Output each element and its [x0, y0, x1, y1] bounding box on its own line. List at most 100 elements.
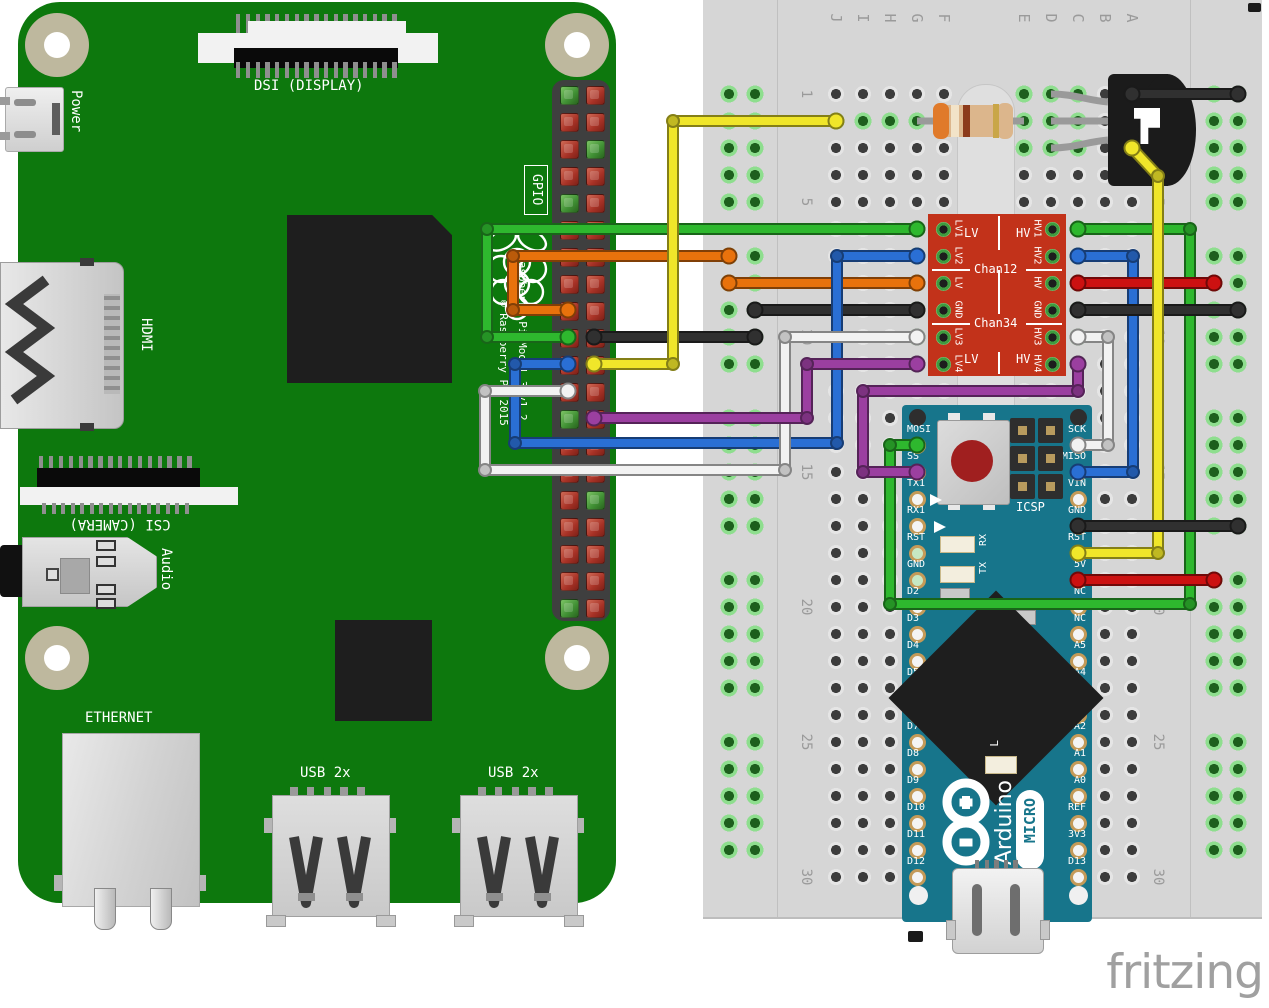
gpio-pin[interactable]: [585, 301, 605, 321]
gpio-pin[interactable]: [585, 85, 605, 105]
gpio-pin[interactable]: [559, 517, 579, 537]
wire-green-mosi-to-hv1[interactable]: [883, 220, 1197, 611]
lvc-chan12-label: Chan12: [974, 262, 1018, 276]
arduino-pin-D3[interactable]: [908, 625, 926, 643]
arduino-pin-D9[interactable]: [908, 787, 926, 805]
arduino-pin-RX1[interactable]: [908, 517, 926, 535]
arduino-pin-label: A0: [1073, 775, 1086, 786]
breadboard-rail-hole: [1229, 247, 1247, 265]
arduino-pin-A0[interactable]: [1069, 787, 1087, 805]
gpio-pin[interactable]: [559, 112, 579, 132]
wire-white-hv3-to-sck[interactable]: [1069, 328, 1115, 454]
gpio-pin[interactable]: [559, 85, 579, 105]
wire-yellow-sensor-to-rst[interactable]: [1069, 139, 1165, 562]
breadboard-hole-H29: [881, 841, 899, 859]
gpio-header[interactable]: [552, 80, 610, 621]
wire-orange-pi-to-rail[interactable]: [506, 247, 738, 319]
icsp-pin[interactable]: [1037, 417, 1063, 443]
arduino-pin-label: 5V: [1073, 559, 1086, 570]
gpio-pin[interactable]: [585, 544, 605, 564]
wire-red-5v-to-rail[interactable]: [1069, 571, 1223, 589]
lvc-pad-GND[interactable]: [1044, 302, 1060, 318]
gpio-pin[interactable]: [585, 112, 605, 132]
icsp-pin[interactable]: [1037, 445, 1063, 471]
lvc-pad-HV1[interactable]: [1044, 221, 1060, 237]
wire-black-ardgnd-to-rail[interactable]: [1069, 517, 1247, 535]
lvc-pad-HV[interactable]: [1044, 275, 1060, 291]
breadboard-rail-hole: [746, 247, 764, 265]
gpio-pin[interactable]: [559, 544, 579, 564]
arduino-pin-VIN[interactable]: [1069, 490, 1087, 508]
breadboard-rail-hole: [1205, 112, 1223, 130]
arduino-pin-A1[interactable]: [1069, 760, 1087, 778]
gpio-pin[interactable]: [585, 166, 605, 186]
lvc-pad-LV[interactable]: [935, 275, 951, 291]
gpio-pin[interactable]: [585, 139, 605, 159]
breadboard-rail-hole: [1205, 490, 1223, 508]
arduino-pin-D8[interactable]: [908, 760, 926, 778]
wire-green-pi-to-lv1[interactable]: [480, 220, 926, 346]
wire-orange-rail-to-lv[interactable]: [720, 274, 926, 292]
icsp-pin[interactable]: [1009, 445, 1035, 471]
breadboard-hole-G3: [908, 139, 926, 157]
arduino-pin-GND[interactable]: [908, 571, 926, 589]
arduino-pin-D10[interactable]: [908, 814, 926, 832]
gpio-pin[interactable]: [559, 571, 579, 591]
lvc-pad-HV4[interactable]: [1044, 356, 1060, 372]
gpio-pin[interactable]: [559, 139, 579, 159]
fritzing-watermark: fritzing: [1106, 945, 1264, 1000]
lvc-pad-GND[interactable]: [935, 302, 951, 318]
arduino-pin-label: A2: [1073, 721, 1086, 732]
breadboard-rail-hole: [746, 760, 764, 778]
arduino-pin-REF[interactable]: [1069, 814, 1087, 832]
lvc-pad-HV3[interactable]: [1044, 329, 1060, 345]
arduino-pin-NC[interactable]: [1069, 625, 1087, 643]
wire-yellow-pi-to-resistor[interactable]: [585, 112, 845, 373]
gpio-pin[interactable]: [585, 571, 605, 591]
wire-blue-hv2-to-miso[interactable]: [1069, 247, 1140, 481]
wire-red-hv-to-rail[interactable]: [1069, 274, 1223, 292]
gpio-pin[interactable]: [585, 382, 605, 402]
gpio-pin[interactable]: [559, 166, 579, 186]
gpio-pin[interactable]: [559, 409, 579, 429]
gpio-pin[interactable]: [585, 598, 605, 618]
gpio-pin[interactable]: [585, 193, 605, 213]
wire-black-sensor-to-rail[interactable]: [1123, 85, 1247, 103]
arduino-pin-D11[interactable]: [908, 841, 926, 859]
note-icon: [908, 931, 923, 942]
icsp-pin[interactable]: [1009, 417, 1035, 443]
lvc-pad-HV2[interactable]: [1044, 248, 1060, 264]
gpio-pin[interactable]: [559, 490, 579, 510]
arduino-pin-D13[interactable]: [1069, 868, 1087, 886]
arduino-pin-A2[interactable]: [1069, 733, 1087, 751]
breadboard-rail-hole: [720, 85, 738, 103]
arduino-pin-A5[interactable]: [1069, 652, 1087, 670]
arduino-pin-3V3[interactable]: [1069, 841, 1087, 859]
lvc-pad-LV1[interactable]: [935, 221, 951, 237]
wire-purple-pi-to-lv4[interactable]: [585, 355, 926, 427]
lvc-pad-LV3[interactable]: [935, 329, 951, 345]
icsp-pin[interactable]: [1037, 473, 1063, 499]
wire-white-pi-to-lv3[interactable]: [478, 328, 926, 477]
lvc-pad-LV2[interactable]: [935, 248, 951, 264]
gpio-pin[interactable]: [585, 490, 605, 510]
wire-purple-hv4-to-ss[interactable]: [856, 355, 1087, 481]
gpio-pin[interactable]: [559, 193, 579, 213]
resistor[interactable]: [933, 103, 1013, 139]
gpio-pin[interactable]: [559, 274, 579, 294]
breadboard-rail-hole: [746, 355, 764, 373]
icsp-pin[interactable]: [1009, 473, 1035, 499]
gpio-pin[interactable]: [559, 598, 579, 618]
arduino-pin-RST[interactable]: [908, 544, 926, 562]
gpio-pin[interactable]: [585, 274, 605, 294]
lvc-pad-LV4[interactable]: [935, 356, 951, 372]
arduino-pin-TX1[interactable]: [908, 490, 926, 508]
arduino-pin-D12[interactable]: [908, 868, 926, 886]
breadboard-hole-B23: [1096, 679, 1114, 697]
breadboard-hole-I25: [854, 733, 872, 751]
gpio-pin[interactable]: [585, 517, 605, 537]
arduino-pin-D7[interactable]: [908, 733, 926, 751]
arduino-pin-label: VIN: [1067, 478, 1086, 489]
wire-blue-pi-to-lv2[interactable]: [508, 247, 926, 450]
